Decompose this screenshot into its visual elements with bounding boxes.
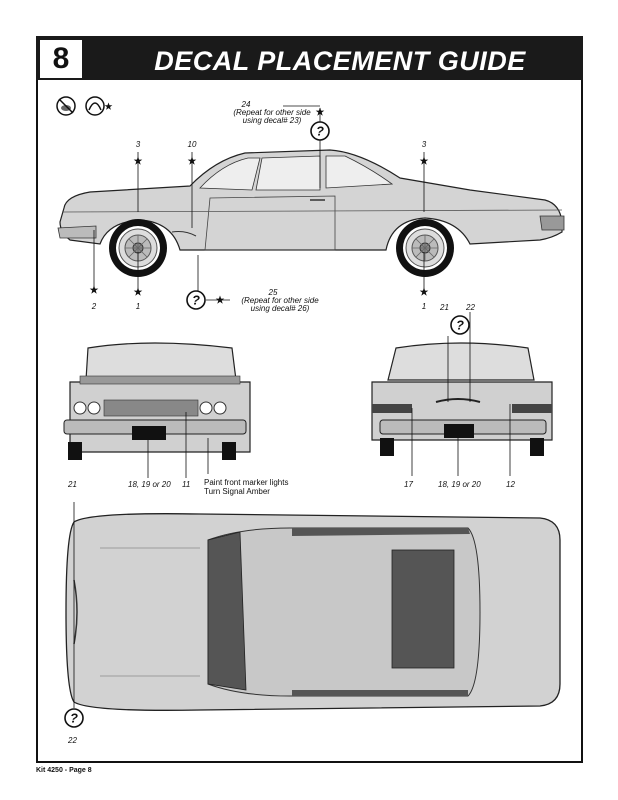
decal-3-left: 3 xyxy=(135,140,141,149)
car-rear-view xyxy=(371,342,553,456)
front-plate-label: 18, 19 or 20 xyxy=(128,480,171,489)
top-decal-22: 22 xyxy=(68,736,77,745)
star-icon xyxy=(104,102,113,110)
callout-25-note-1: (Repeat for other side xyxy=(241,296,319,305)
paint-note-1: Paint front marker lights xyxy=(204,478,289,487)
callout-25: 25 xyxy=(268,288,278,297)
footer-text: Kit 4250 - Page 8 xyxy=(36,767,92,774)
decal-10: 10 xyxy=(187,140,197,149)
step-number: 8 xyxy=(40,40,82,78)
question-icon xyxy=(450,315,470,335)
rear-wheel xyxy=(395,218,455,278)
question-icon xyxy=(64,708,84,728)
car-side-view xyxy=(57,149,565,251)
decal-2: 2 xyxy=(91,302,97,311)
header-bar xyxy=(36,36,583,80)
rear-plate-label: 18, 19 or 20 xyxy=(438,480,481,489)
question-icon xyxy=(186,290,206,310)
car-front-view xyxy=(63,342,251,460)
no-paint-icon xyxy=(56,96,76,116)
rear-decal-17: 17 xyxy=(404,480,413,489)
decal-11: 11 xyxy=(182,480,191,489)
top-decal-21: 21 xyxy=(68,480,77,489)
callout-24: 24 xyxy=(241,100,251,109)
callout-24-note-1: (Repeat for other side xyxy=(233,108,311,117)
paint-note-2: Turn Signal Amber xyxy=(204,487,270,496)
rear-decal-21: 21 xyxy=(440,303,449,312)
decal-1-left: 1 xyxy=(135,302,141,311)
decal-3-right: 3 xyxy=(421,140,427,149)
rear-decal-22: 22 xyxy=(466,303,475,312)
car-top-view xyxy=(65,513,561,711)
decal-placement-icon xyxy=(85,96,105,116)
decal-1-right: 1 xyxy=(421,302,427,311)
rear-decal-12: 12 xyxy=(506,480,515,489)
callout-25-note-2: using decal# 26) xyxy=(250,304,310,313)
callout-24-note-2: using decal# 23) xyxy=(242,116,302,125)
page-title: DECAL PLACEMENT GUIDE xyxy=(154,46,526,76)
